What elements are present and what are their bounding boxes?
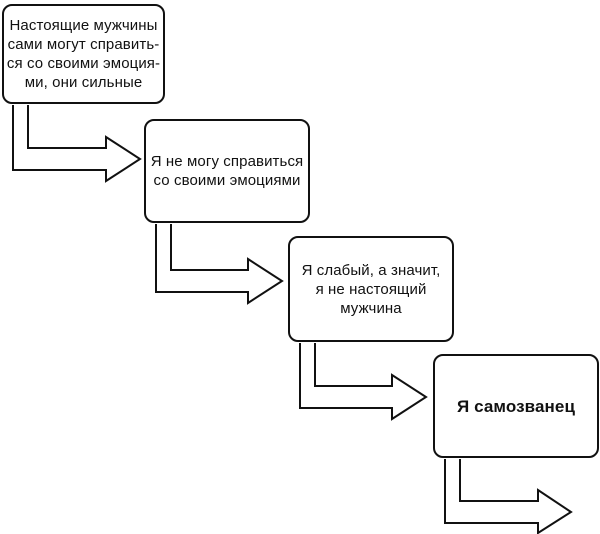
- statement-text-1: Настоящие мужчины сами могут справить- с…: [6, 17, 161, 91]
- statement-text-2: Я не могу справиться со своими эмоциями: [150, 153, 304, 189]
- bent-arrow-3: [299, 343, 428, 421]
- statement-box-2: Я не могу справиться со своими эмоциями: [144, 119, 310, 223]
- conclusion-text: Я самозванец: [456, 396, 576, 416]
- bent-arrow-2: [155, 224, 284, 305]
- bent-arrow-4: [444, 459, 573, 534]
- statement-box-1: Настоящие мужчины сами могут справить- с…: [2, 4, 165, 104]
- bent-arrow-1: [12, 105, 142, 183]
- conclusion-box: Я самозванец: [433, 354, 599, 458]
- statement-box-3: Я слабый, а значит, я не настоящий мужчи…: [288, 236, 454, 342]
- statement-text-3: Я слабый, а значит, я не настоящий мужчи…: [301, 261, 441, 317]
